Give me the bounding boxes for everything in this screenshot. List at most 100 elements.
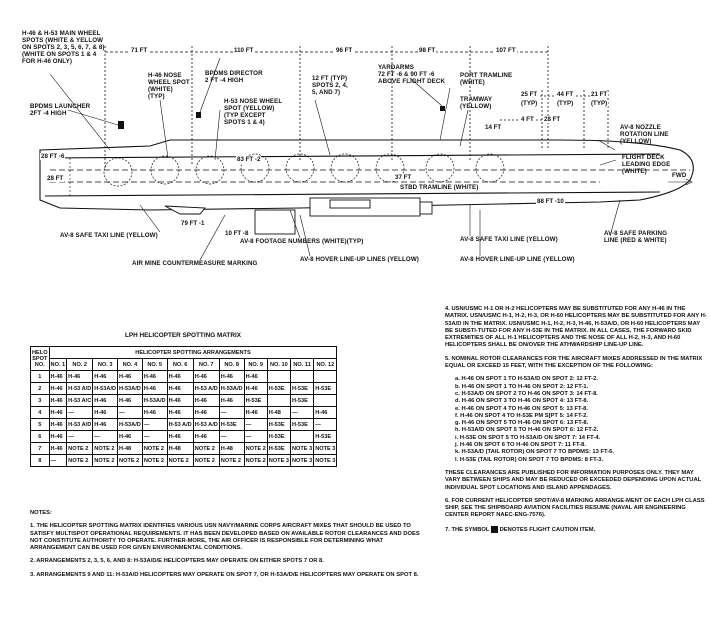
matrix-cell: H-46 <box>243 382 268 395</box>
clearance-item: f. H-46 ON SPOT 4 TO H-53E PM S[PT 5: 14… <box>455 412 588 419</box>
matrix-cell: NOTE 2 <box>192 454 220 467</box>
matrix-cell: H-46 <box>313 406 338 419</box>
label-fwd: FWD <box>672 172 687 179</box>
matrix-spot-cell: 7 <box>30 442 50 455</box>
matrix-cell: H-46 <box>141 382 168 395</box>
matrix-columns-row: NO. 1 NO. 2 NO. 3 NO. 4 NO. 5 NO. 6 NO. … <box>31 358 338 371</box>
matrix-cell: — <box>243 430 268 443</box>
clearance-item: d. H-46 ON SPOT 3 TO H-46 ON SPOT 4: 13 … <box>455 398 589 405</box>
matrix-cell: H-53E <box>289 394 315 407</box>
matrix-spot-cell: 2 <box>30 382 50 395</box>
matrix-cell: NOTE 2 <box>66 442 94 455</box>
clearance-item: a. H-46 ON SPOT 1 TO H-53A/D ON SPOT 2: … <box>455 376 598 383</box>
matrix-col: NO. 1 <box>48 358 68 371</box>
matrix-spot-cell: 4 <box>30 406 50 419</box>
matrix-cell: — <box>66 430 94 443</box>
label-av8-safe-taxi-right: AV-8 SAFE TAXI LINE (YELLOW) <box>460 236 558 243</box>
flight-deck-diagram <box>39 46 694 261</box>
dim-25ft: 25 FT <box>520 91 539 98</box>
matrix-cell: H-53A/D <box>92 382 119 395</box>
matrix-cell: H-46 <box>192 406 220 419</box>
label-air-mine: AIR MINE COUNTERMEASURE MARKING <box>132 260 258 267</box>
note-3: 3. ARRANGEMENTS 9 AND 11: H-53A/D HELICO… <box>30 571 419 578</box>
matrix-cell <box>289 370 315 383</box>
matrix-cell: H-53 A/D <box>192 382 220 395</box>
matrix-cell: H-53 A/D <box>66 382 94 395</box>
matrix-cell: H-46 <box>48 382 68 395</box>
matrix-cell: H-53 A/D <box>192 418 220 431</box>
matrix-cell: — <box>141 418 168 431</box>
matrix-cell: — <box>243 418 268 431</box>
matrix-col: NO. 5 <box>141 358 168 371</box>
matrix-cell: H-53 A/D <box>66 418 94 431</box>
clearance-item: k. H-53A/D (TAIL ROTOR) ON SPOT 7 TO BPD… <box>455 449 615 456</box>
matrix-col: NO. 6 <box>166 358 194 371</box>
matrix-cell: — <box>289 406 315 419</box>
label-av8-footage: AV-8 FOOTAGE NUMBERS (WHITE)(TYP) <box>240 238 364 245</box>
dim-28ft: 28 FT <box>46 175 65 182</box>
label-stbd-tramline: STBD TRAMLINE (WHITE) <box>400 184 479 191</box>
label-av8-safe-taxi-left: AV-8 SAFE TAXI LINE (YELLOW) <box>60 232 158 239</box>
dim-96ft: 96 FT <box>335 47 354 54</box>
matrix-cell <box>313 394 338 407</box>
matrix-cell: H-53E <box>266 382 292 395</box>
matrix-cell: — <box>117 406 143 419</box>
matrix-col: NO. 3 <box>92 358 119 371</box>
matrix-cell: H-46 <box>48 442 68 455</box>
matrix-cell: NOTE 2 <box>141 442 168 455</box>
matrix-group-header: HELICOPTER SPOTTING ARRANGEMENTS <box>48 346 338 359</box>
notes-left: NOTES: 1. THE HELICOPTER SPOTTING MATRIX… <box>30 510 420 585</box>
matrix-cell <box>289 430 315 443</box>
matrix-cell: H-53 A/D <box>166 418 194 431</box>
matrix-cell: — <box>66 406 94 419</box>
matrix-cell: H-46 <box>92 370 119 383</box>
label-flight-deck-edge: FLIGHT DECK LEADING EDGE (WHITE) <box>622 154 671 175</box>
matrix-cell <box>266 370 292 383</box>
clearance-item: j. H-46 ON SPOT 6 TO H-46 ON SPOT 7: 11 … <box>455 442 587 449</box>
matrix-cell: H-53 A/C <box>66 394 94 407</box>
note-7-pre: 7. THE SYMBOL <box>445 526 490 533</box>
dim-typ-2: (TYP) <box>556 100 575 107</box>
matrix-cell: H-46 <box>192 394 220 407</box>
dim-28ft-b: 28 FT <box>543 116 562 123</box>
dim-14ft: 14 FT <box>484 124 503 131</box>
matrix-cell: — <box>313 418 338 431</box>
matrix-cell: — <box>141 430 168 443</box>
label-av8-safe-parking: AV-8 SAFE PARKING LINE (RED & WHITE) <box>604 230 668 244</box>
matrix-cell: NOTE 2 <box>243 442 268 455</box>
dim-107ft: 107 FT <box>495 47 517 54</box>
matrix-header-row: HELO SPOT NO. HELICOPTER SPOTTING ARRANG… <box>30 346 338 371</box>
matrix-cell: H-46 <box>117 394 143 407</box>
matrix-col: NO. 12 <box>313 358 338 371</box>
matrix-cell: H-46 <box>66 370 94 383</box>
dim-110ft: 110 FT <box>233 47 255 54</box>
matrix-cell: H-46 <box>48 394 68 407</box>
matrix-cell: H-53A/D <box>218 382 245 395</box>
label-av8-hover-left: AV-8 HOVER LINE-UP LINES (YELLOW) <box>300 256 419 263</box>
label-yardarms: YARDARMS 72 FT -6 & 90 FT -6 ABOVE FLIGH… <box>378 64 446 85</box>
label-twelve-ft: 12 FT (TYP) SPOTS 2, 4, 5, AND 7) <box>312 75 348 96</box>
dim-10ft: 10 FT -8 <box>224 230 250 237</box>
note-7: 7. THE SYMBOL DENOTES FLIGHT CAUTION ITE… <box>445 525 707 534</box>
label-bpdms-director: BPDMS DIRECTOR 2 FT -4 HIGH <box>205 70 263 84</box>
label-h46-nose-wheel: H-46 NOSE WHEEL SPOT (WHITE) (TYP) <box>148 72 190 100</box>
matrix-cell: NOTE 3 <box>289 442 315 455</box>
matrix-cell: H-46 <box>218 370 245 383</box>
matrix-spot-cell: 6 <box>30 430 50 443</box>
note-5-after: THESE CLEARANCES ARE PUBLISHED FOR INFOR… <box>445 469 702 491</box>
matrix-cell: — <box>218 430 245 443</box>
matrix-cell: H-53A/D <box>141 394 168 407</box>
spotting-matrix: HELO SPOT NO. HELICOPTER SPOTTING ARRANG… <box>30 346 338 467</box>
matrix-cell <box>266 394 292 407</box>
matrix-cell: H-48 <box>117 442 143 455</box>
matrix-col: NO. 7 <box>192 358 220 371</box>
matrix-title: LPH HELICOPTER SPOTTING MATRIX <box>125 332 241 339</box>
matrix-cell: H-46 <box>166 406 194 419</box>
dim-44ft: 44 FT <box>556 91 575 98</box>
matrix-cell: NOTE 2 <box>92 454 119 467</box>
label-tramway: TRAMWAY (YELLOW) <box>460 96 493 110</box>
matrix-cell: NOTE 2 <box>92 442 119 455</box>
